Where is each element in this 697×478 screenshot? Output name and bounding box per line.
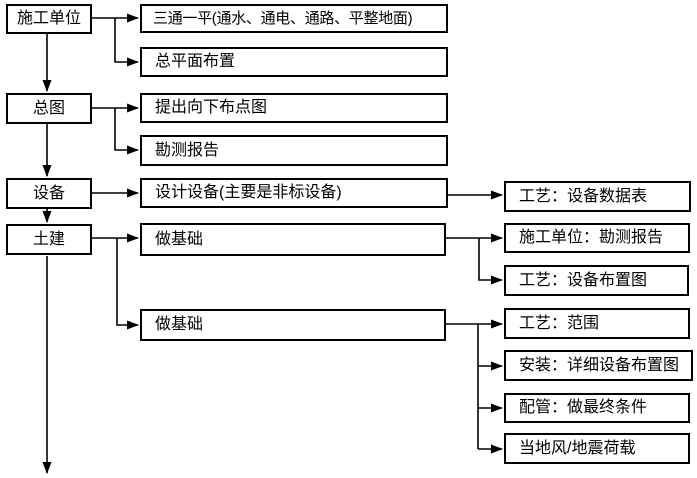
node-foundation-1: 做基础 [140, 223, 446, 256]
node-piping-final-conditions: 配管：做最终条件 [504, 393, 690, 423]
node-local-wind-seismic-load: 当地风/地震荷载 [504, 433, 690, 464]
node-installation-detailed-layout: 安装：详细设备布置图 [504, 350, 693, 381]
node-design-equipment: 设计设备(主要是非标设备) [140, 178, 448, 208]
node-three-supplies-one-leveling: 三通一平(通水、通电、通路、平整地面) [140, 4, 448, 33]
node-general-plan-layout: 总平面布置 [140, 47, 448, 77]
node-process-scope: 工艺：范围 [504, 308, 690, 339]
arrow-civil-to-foundation-2 [116, 238, 139, 330]
node-general-layout: 总图 [6, 93, 92, 124]
node-downward-layout-drawing: 提出向下布点图 [140, 93, 448, 123]
node-civil-works: 土建 [6, 224, 92, 255]
node-process-equipment-datasheet: 工艺：设备数据表 [504, 181, 691, 212]
arrow-foundation1-to-equipment-layout [478, 238, 503, 285]
node-process-equipment-layout: 工艺：设备布置图 [504, 265, 689, 296]
node-construction-unit: 施工单位 [6, 4, 92, 34]
node-foundation-2: 做基础 [140, 309, 446, 341]
arrow-layout-to-survey-report [114, 108, 139, 155]
node-equipment: 设备 [6, 178, 92, 209]
node-survey-report: 勘测报告 [140, 135, 448, 166]
arrow-construction-to-general-plan-layout [114, 18, 139, 67]
node-construction-survey-report: 施工单位：勘测报告 [504, 223, 690, 253]
